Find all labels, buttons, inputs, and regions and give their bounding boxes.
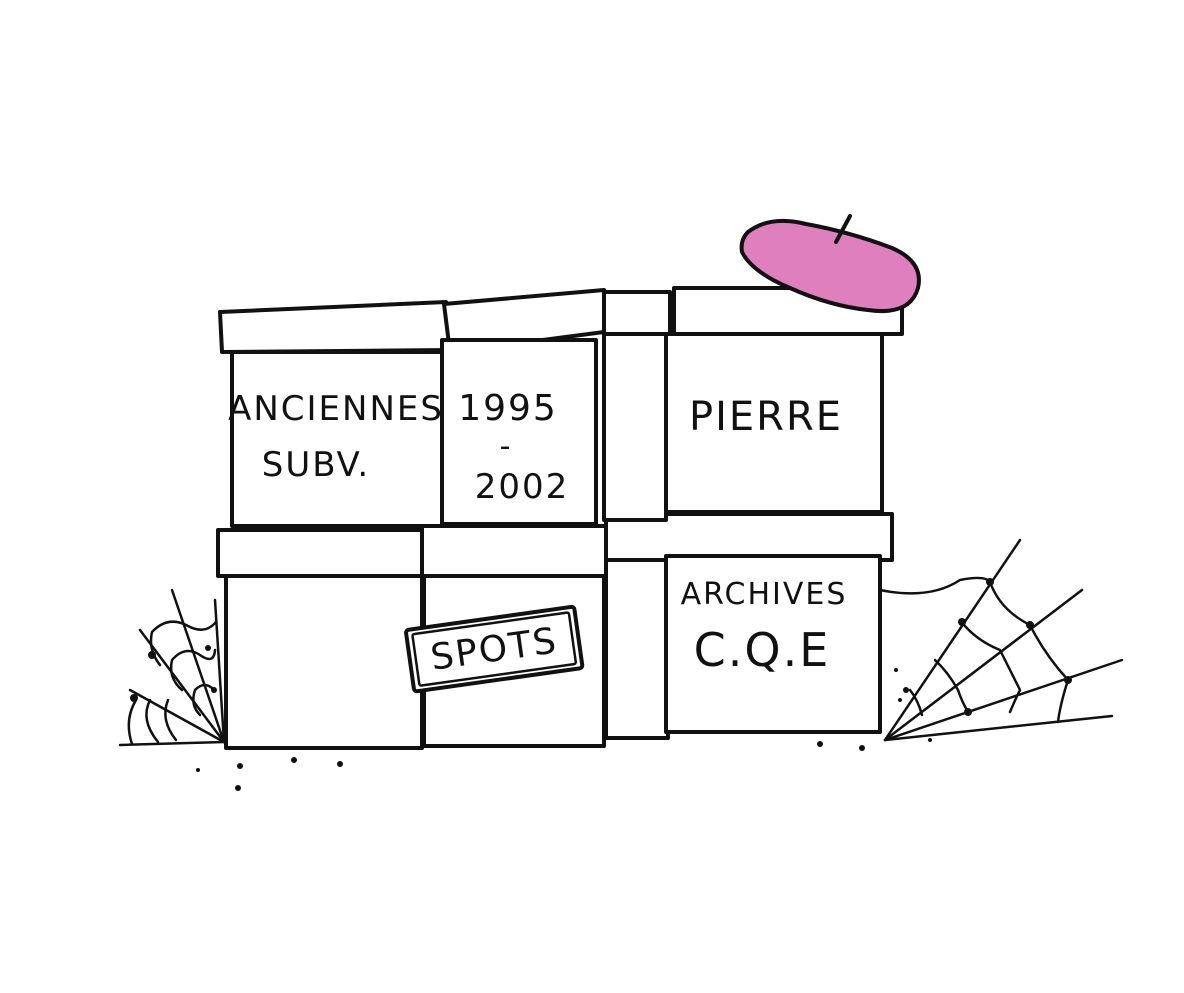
top-middle-box: 1995 - 2002 [440,288,606,526]
beret-shape [739,218,921,313]
floor-dust [196,738,932,791]
left-cobweb-icon [118,588,226,747]
year-end-label: 2002 [475,467,570,507]
spots-tag: SPOTS [404,604,585,694]
right-cobweb-icon [878,538,1124,742]
bottom-gap-box [604,550,670,740]
bottom-left-box [216,528,426,750]
year-dash-label: - [500,429,513,464]
top-gap-box [602,290,672,522]
pierre-label: PIERRE [689,394,843,440]
bottom-right-box: ARCHIVES C.Q.E [604,512,894,734]
cqe-label: C.Q.E [694,623,831,677]
beret-icon [739,214,921,313]
subv-label: SUBV. [262,445,370,485]
archives-label: ARCHIVES [681,577,848,612]
top-right-box: PIERRE [664,286,904,514]
anciennes-label: ANCIENNES [228,389,444,429]
year-start-label: 1995 [458,388,558,429]
bottom-middle-box: SPOTS [404,524,610,748]
top-left-box: ANCIENNES SUBV. [218,300,452,528]
